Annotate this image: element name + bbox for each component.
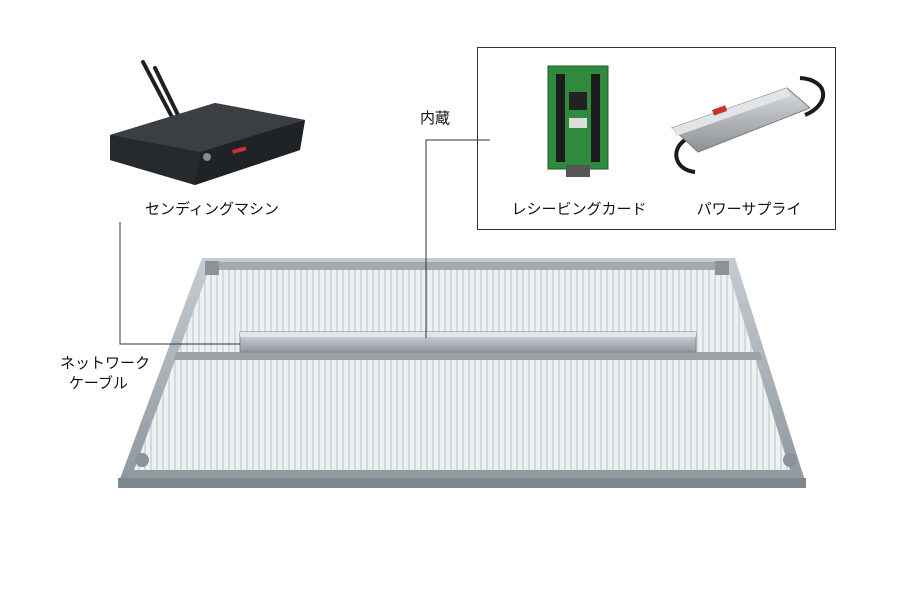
module-housing-highlight [240, 332, 696, 337]
sending-machine-label: センディングマシン [145, 199, 279, 219]
panel-bottom-edge [118, 478, 806, 488]
receiving-card-label: レシービングカード [511, 199, 646, 219]
panel-top-rail [210, 262, 727, 270]
led-panel [118, 258, 806, 488]
panel-surface [134, 267, 790, 470]
network-cable-label-line2: ケーブル [40, 373, 150, 393]
corner-bracket-br [783, 453, 797, 467]
corner-bracket-tr [715, 261, 729, 275]
corner-bracket-tl [205, 261, 219, 275]
network-cable-label: ネットワーク ケーブル [40, 353, 150, 393]
builtin-label: 内蔵 [420, 108, 450, 128]
power-supply-label: パワーサプライ [697, 199, 802, 219]
panel-middle-rail [174, 352, 762, 360]
sending-machine-device [110, 62, 305, 185]
network-cable-label-line1: ネットワーク [40, 353, 150, 373]
corner-bracket-bl [135, 453, 149, 467]
